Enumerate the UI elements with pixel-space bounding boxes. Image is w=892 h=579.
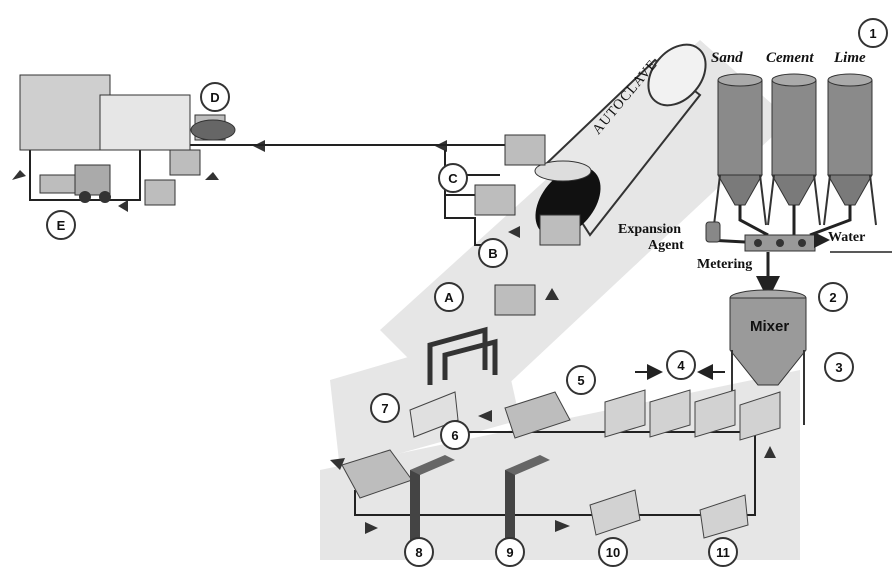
turntable-d [191, 120, 235, 140]
silo-label-cement: Cement [766, 50, 814, 67]
silo-label-lime: Lime [834, 50, 866, 67]
marker-b: B [478, 238, 508, 268]
marker-11: 11 [708, 537, 738, 567]
silo-sand [714, 74, 766, 225]
metering-unit [745, 235, 815, 251]
water-label: Water [828, 230, 865, 246]
forklift [40, 165, 111, 203]
silo-cement [768, 74, 820, 225]
marker-a: A [434, 282, 464, 312]
marker-7: 7 [370, 393, 400, 423]
silo-lime [824, 74, 876, 225]
marker-e: E [46, 210, 76, 240]
expansion-agent-label-2: Agent [648, 238, 684, 254]
mixer-label: Mixer [750, 318, 789, 335]
marker-d: D [200, 82, 230, 112]
marker-10: 10 [598, 537, 628, 567]
marker-6: 6 [440, 420, 470, 450]
marker-2: 2 [818, 282, 848, 312]
marker-c: C [438, 163, 468, 193]
marker-5: 5 [566, 365, 596, 395]
marker-1: 1 [858, 18, 888, 48]
expansion-agent-tank [706, 222, 720, 242]
marker-3: 3 [824, 352, 854, 382]
silo-label-sand: Sand [711, 50, 743, 67]
metering-label: Metering [697, 257, 752, 273]
expansion-agent-label-1: Expansion [618, 222, 681, 238]
marker-4: 4 [666, 350, 696, 380]
marker-9: 9 [495, 537, 525, 567]
marker-8: 8 [404, 537, 434, 567]
